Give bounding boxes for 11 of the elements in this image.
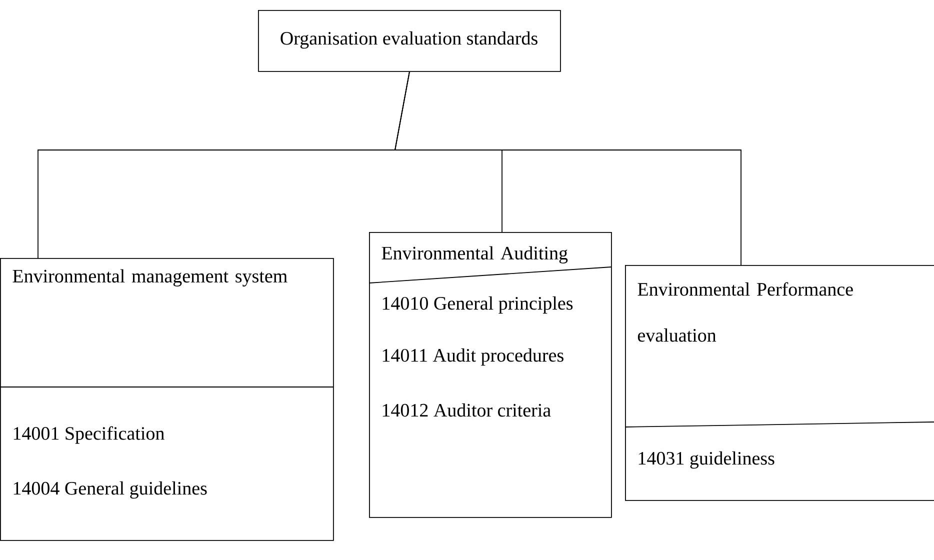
box-title: Organisation evaluation standards: [280, 31, 538, 49]
list-item: 14004 General guidelines: [14, 481, 207, 499]
box-heading: Environmental Auditing: [382, 246, 568, 264]
box-heading: Environmental management system: [12, 269, 288, 286]
list-item: 14012 Auditor criteria: [382, 403, 551, 417]
list-item: 14031 guideliness: [638, 451, 774, 469]
list-item: 14001 Specification: [14, 426, 164, 444]
box-heading: Environmental Performance evaluation: [638, 282, 853, 342]
list-item: 14010 General principles: [382, 296, 573, 314]
connector: [394, 71, 742, 266]
list-item: 14011 Audit procedures: [382, 348, 564, 366]
